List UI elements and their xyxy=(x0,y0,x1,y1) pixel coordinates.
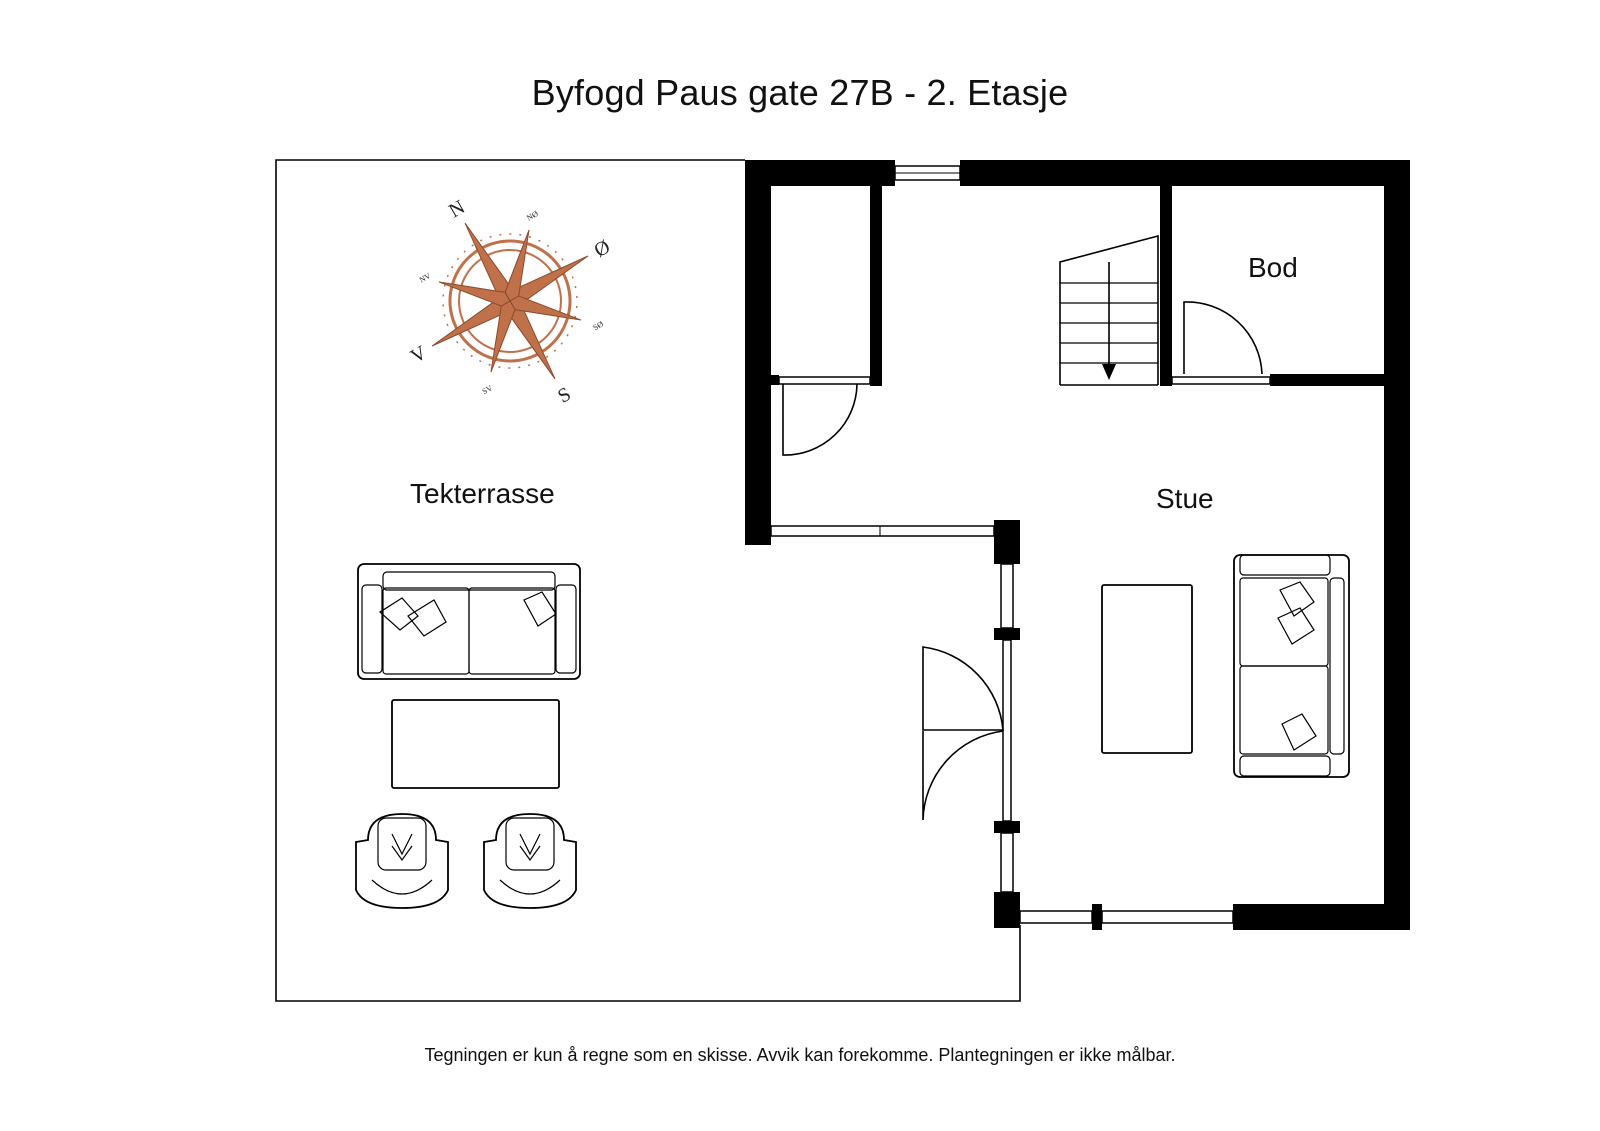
walls xyxy=(745,160,1410,930)
terrace-armchair-left xyxy=(355,813,449,909)
compass-east-label: Ø xyxy=(591,236,615,262)
staircase xyxy=(1059,234,1159,386)
compass-ne-label: NØ xyxy=(525,209,540,223)
compass-south-label: S xyxy=(554,383,575,408)
terrace-outline xyxy=(275,159,1021,1002)
terrace-armchair-right xyxy=(483,813,577,909)
terrace-sofa xyxy=(357,563,581,680)
compass-rose: N Ø S V NØ SØ SV NV xyxy=(407,196,615,408)
compass-sw-label: SV xyxy=(481,383,495,396)
room-label-terrace: Tekterrasse xyxy=(410,478,555,509)
terrace-table xyxy=(391,699,560,789)
door-swings xyxy=(782,301,1263,821)
compass-west-label: V xyxy=(407,341,431,368)
living-sofa xyxy=(1233,554,1350,778)
compass-se-label: SØ xyxy=(591,319,605,332)
compass-north-label: N xyxy=(445,196,469,222)
disclaimer-text: Tegningen er kun å regne som en skisse. … xyxy=(424,1045,1176,1065)
compass-nw-label: NV xyxy=(418,271,433,285)
plan-title: Byfogd Paus gate 27B - 2. Etasje xyxy=(531,72,1069,113)
room-label-living: Stue xyxy=(1156,483,1214,514)
windows xyxy=(770,165,1271,924)
living-table xyxy=(1101,584,1193,754)
room-label-storage: Bod xyxy=(1248,252,1298,283)
